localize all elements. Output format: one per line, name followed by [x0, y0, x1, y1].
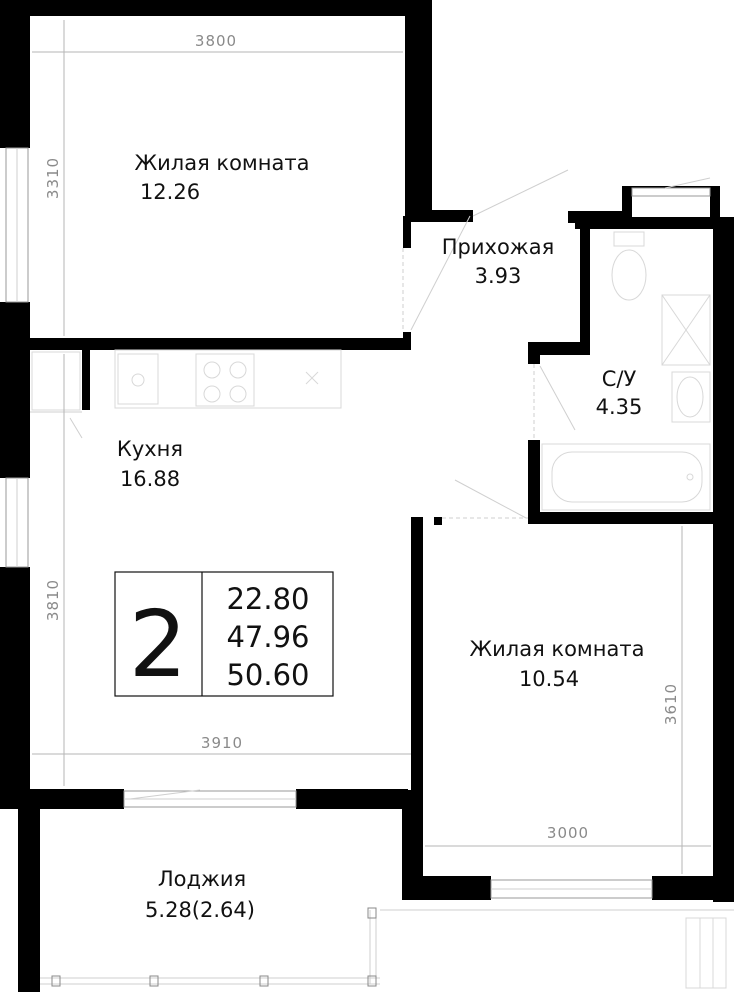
- living2-height-label: 3610: [662, 683, 680, 725]
- bath-area: 4.35: [596, 395, 643, 419]
- total-area-value: 47.96: [226, 620, 309, 654]
- living2-width-label: 3000: [547, 824, 589, 842]
- hall-area: 3.93: [475, 264, 522, 288]
- living1-height-label: 3310: [44, 157, 62, 199]
- bath-name: С/У: [602, 367, 637, 391]
- hall-name: Прихожая: [442, 235, 554, 259]
- living1-area: 12.26: [140, 180, 200, 204]
- kitchen-width-label: 3910: [201, 734, 243, 752]
- living-area-value: 22.80: [226, 582, 309, 616]
- total-with-loggia-value: 50.60: [226, 658, 309, 692]
- summary-box: 2 22.80 47.96 50.60: [114, 571, 334, 698]
- fixtures: [31, 231, 711, 511]
- dimension-lines: [32, 20, 711, 874]
- doors: [30, 169, 711, 800]
- loggia-name: Лоджия: [158, 867, 246, 891]
- living1-name: Жилая комната: [135, 151, 310, 175]
- rooms-count: 2: [129, 591, 188, 698]
- living1-width-label: 3800: [195, 32, 237, 50]
- loggia-railing: [40, 907, 734, 989]
- kitchen-height-label: 3810: [44, 579, 62, 621]
- loggia-area: 5.28(2.64): [145, 898, 255, 922]
- living2-area: 10.54: [519, 667, 579, 691]
- kitchen-area: 16.88: [120, 467, 180, 491]
- windows: [5, 147, 711, 899]
- living2-name: Жилая комната: [470, 637, 645, 661]
- kitchen-name: Кухня: [117, 437, 183, 461]
